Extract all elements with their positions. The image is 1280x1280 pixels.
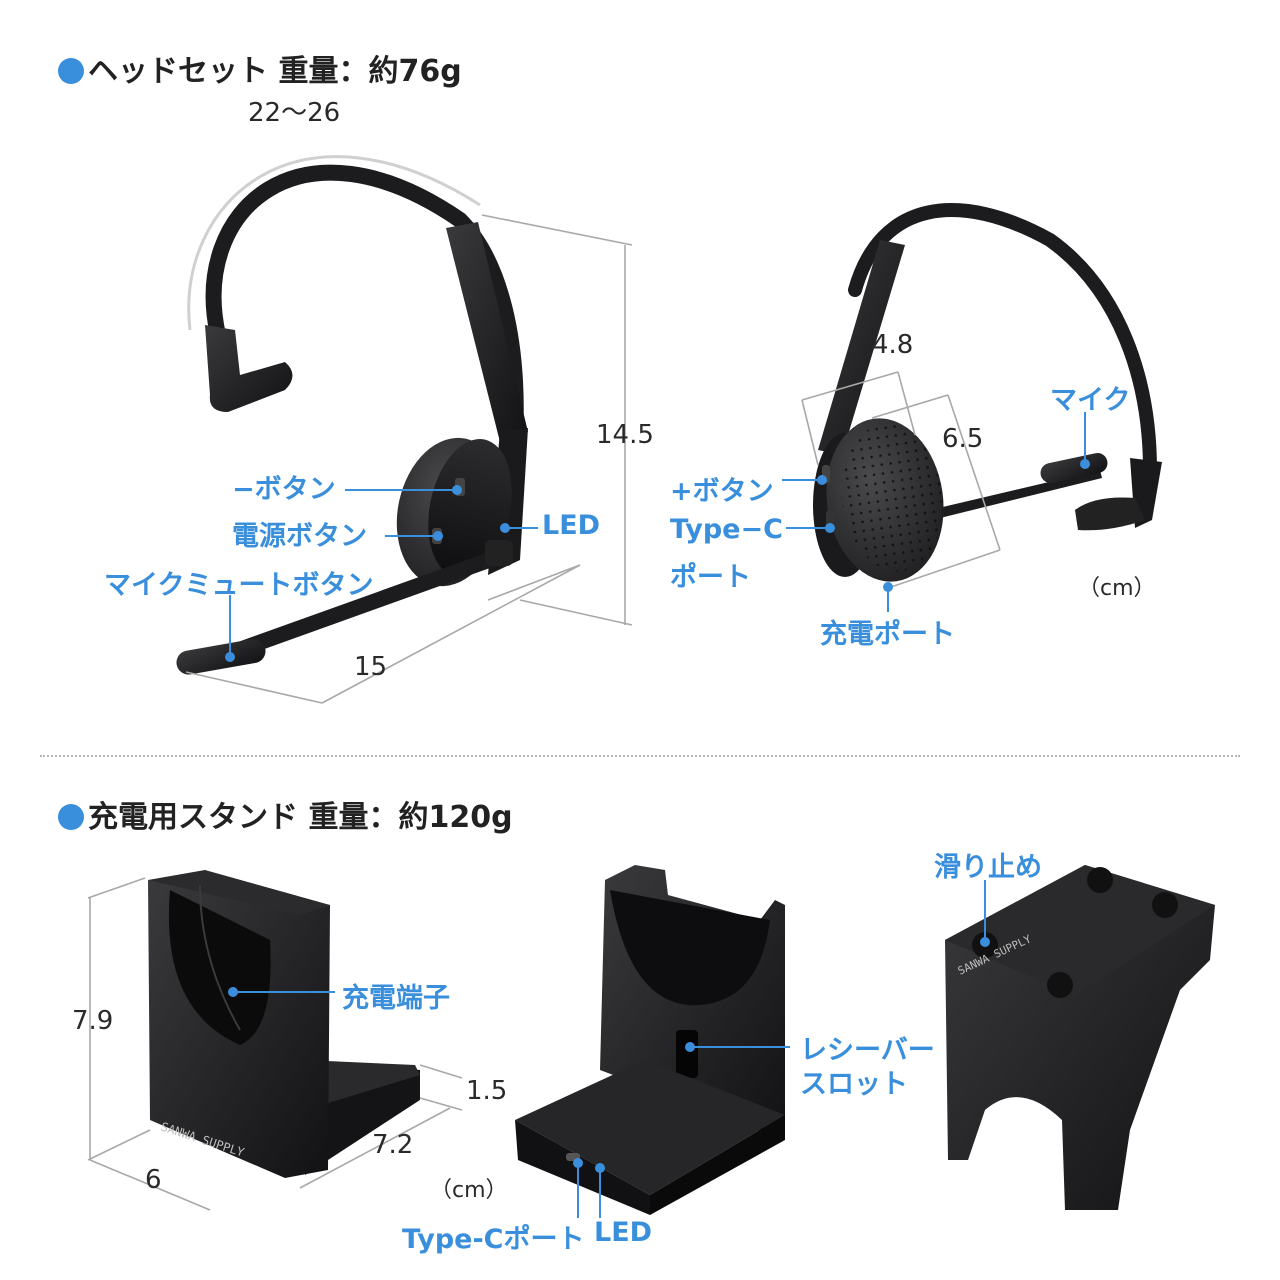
minus-button-callout: −ボタン — [232, 474, 336, 505]
stand-base-dimension-label: 1.5 — [466, 1076, 508, 1106]
stand-height-dimension-label: 7.9 — [72, 1006, 114, 1036]
plus-button-callout: +ボタン — [670, 476, 774, 507]
stand-front-callout-lines — [228, 987, 335, 997]
section-divider — [40, 755, 1240, 757]
headset-section-heading: ヘッドセット 重量：約76g — [58, 46, 462, 90]
power-button-callout: 電源ボタン — [232, 521, 367, 552]
headset-height-dimension-label: 14.5 — [596, 420, 654, 450]
stand-rear-callout-lines — [573, 1042, 790, 1218]
stand-front-dimension-lines — [87, 877, 463, 1211]
headset-front-dimension-lines — [185, 214, 633, 704]
headset-side-callout-lines — [782, 412, 1090, 612]
mic-mute-button-callout: マイクミュートボタン — [104, 570, 374, 601]
bullet-icon — [58, 804, 84, 830]
anti-slip-callout: 滑り止め — [934, 852, 1042, 883]
headset-unit-label: （cm） — [1078, 576, 1156, 601]
headset-led-callout: LED — [542, 510, 601, 541]
stand-front-illustration: SANWA SUPPLY — [148, 870, 420, 1178]
receiver-slot-callout-line2: スロット — [800, 1069, 908, 1100]
stand-rear-illustration — [515, 865, 785, 1215]
receiver-slot-callout-line1: レシーバー — [800, 1035, 935, 1066]
mic-callout: マイク — [1050, 385, 1131, 416]
headset-side-illustration — [813, 203, 1162, 582]
stand-section-title: 充電用スタンド 重量：約120g — [88, 800, 513, 835]
charge-port-callout: 充電ポート — [820, 619, 955, 650]
bullet-icon — [58, 58, 84, 84]
stand-width-dimension-label: 6 — [145, 1165, 162, 1195]
stand-underside-callout-lines — [980, 880, 990, 947]
charging-terminal-callout: 充電端子 — [342, 983, 450, 1014]
headset-typec-callout-line1: Type−C — [670, 514, 783, 545]
boom-length-dimension-label: 15 — [354, 652, 388, 682]
stand-unit-label: （cm） — [430, 1178, 508, 1203]
headset-front-illustration — [176, 155, 528, 675]
headset-front-callout-lines — [225, 485, 538, 662]
stand-section-heading: 充電用スタンド 重量：約120g — [58, 792, 513, 836]
headset-side-dimension-lines — [801, 371, 1001, 589]
stand-led-callout: LED — [594, 1217, 653, 1248]
stand-underside-illustration: SANWA SUPPLY — [945, 865, 1215, 1210]
cushion-dimension-label: 6.5 — [942, 424, 984, 454]
band-dimension-label: 22〜26 — [248, 98, 341, 128]
headset-typec-callout-line2: ポート — [670, 562, 751, 593]
headset-depth-dimension-label: 4.8 — [872, 330, 914, 360]
headset-section-title: ヘッドセット 重量：約76g — [88, 54, 462, 89]
stand-typec-port-callout: Type-Cポート — [402, 1224, 585, 1255]
stand-length-dimension-label: 7.2 — [372, 1130, 414, 1160]
